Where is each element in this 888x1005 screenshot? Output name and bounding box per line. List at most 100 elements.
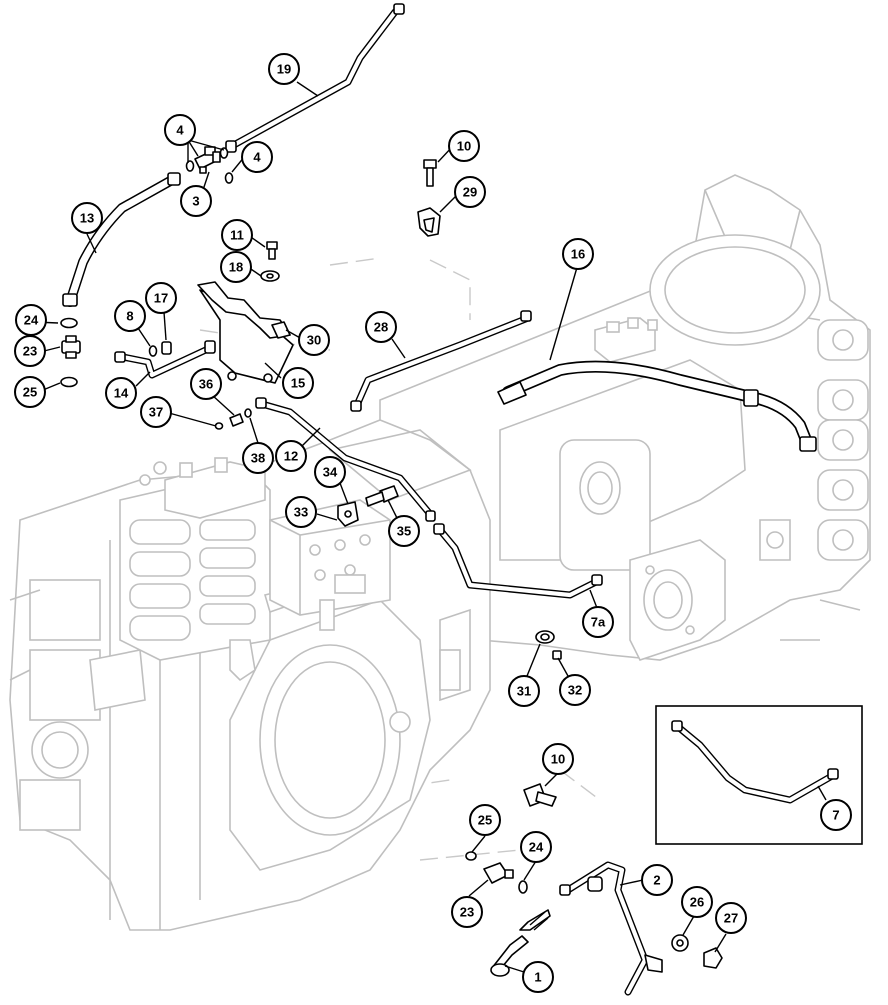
svg-text:38: 38 (251, 451, 265, 466)
adapter-23-top (61, 335, 81, 359)
transmission-housing (379, 174, 871, 661)
callout-14: 14 (105, 377, 137, 409)
svg-text:4: 4 (176, 123, 184, 138)
svg-text:3: 3 (192, 194, 199, 209)
svg-text:8: 8 (126, 309, 133, 324)
svg-text:4: 4 (253, 150, 261, 165)
callout-4: 4 (241, 141, 273, 173)
clip-30 (271, 321, 291, 339)
svg-text:7: 7 (832, 808, 839, 823)
svg-text:19: 19 (277, 62, 291, 77)
svg-text:11: 11 (230, 228, 244, 243)
svg-text:31: 31 (517, 684, 531, 699)
svg-text:29: 29 (463, 185, 477, 200)
callout-31: 31 (508, 675, 540, 707)
callout-15: 15 (282, 367, 314, 399)
svg-text:26: 26 (690, 895, 704, 910)
svg-text:33: 33 (294, 505, 308, 520)
bolt-10-bottom (523, 783, 557, 807)
svg-text:27: 27 (724, 911, 738, 926)
svg-text:2: 2 (653, 873, 660, 888)
o-ring-25-bottom (465, 851, 477, 861)
svg-text:34: 34 (323, 465, 338, 480)
callout-24: 24 (15, 304, 47, 336)
washer-18 (260, 270, 280, 282)
callout-24: 24 (520, 831, 552, 863)
svg-text:7a: 7a (591, 615, 606, 630)
tube-28 (350, 310, 532, 412)
svg-text:16: 16 (571, 247, 585, 262)
pto-flange (629, 539, 726, 661)
callout-23: 23 (451, 896, 483, 928)
callout-32: 32 (559, 674, 591, 706)
tube-14 (114, 340, 216, 379)
bolt-10-top (423, 159, 437, 187)
bracket-plate-15 (197, 281, 294, 384)
svg-text:17: 17 (154, 291, 168, 306)
svg-text:24: 24 (529, 840, 544, 855)
callout-37: 37 (140, 396, 172, 428)
svg-text:10: 10 (551, 752, 565, 767)
distributor-block (269, 499, 391, 631)
callout-25: 25 (469, 804, 501, 836)
plug-17 (161, 341, 172, 355)
o-ring-24-top (60, 317, 78, 329)
fitting-36 (229, 413, 244, 427)
callout-7: 7 (820, 799, 852, 831)
callouts: 19 4 4 3 10 29 13 11 18 16 24 17 8 28 30… (14, 53, 852, 993)
callout-17: 17 (145, 282, 177, 314)
o-ring-8 (148, 345, 158, 357)
callout-1: 1 (522, 961, 554, 993)
callout-38: 38 (242, 442, 274, 474)
o-ring-25-top (60, 376, 78, 388)
svg-text:25: 25 (478, 813, 492, 828)
svg-text:23: 23 (460, 905, 474, 920)
callout-4: 4 (164, 114, 196, 146)
callout-36: 36 (190, 368, 222, 400)
callout-23: 23 (14, 335, 46, 367)
svg-text:12: 12 (284, 449, 298, 464)
svg-text:1: 1 (534, 970, 541, 985)
washer-26 (671, 934, 689, 952)
svg-text:36: 36 (199, 377, 213, 392)
svg-text:15: 15 (291, 376, 305, 391)
callout-26: 26 (681, 886, 713, 918)
callout-8: 8 (114, 300, 146, 332)
callout-33: 33 (285, 496, 317, 528)
callout-7a: 7a (582, 606, 614, 638)
bracket-34 (337, 501, 359, 527)
tube-12 (255, 397, 436, 522)
svg-text:13: 13 (80, 211, 94, 226)
svg-text:25: 25 (23, 385, 37, 400)
svg-text:37: 37 (149, 405, 163, 420)
callout-12: 12 (275, 440, 307, 472)
svg-text:30: 30 (307, 333, 321, 348)
screw-11 (266, 241, 278, 260)
callout-28: 28 (365, 311, 397, 343)
callout-11: 11 (221, 219, 253, 251)
svg-text:23: 23 (23, 344, 37, 359)
svg-text:32: 32 (568, 683, 582, 698)
callout-10: 10 (542, 743, 574, 775)
tube-7a (433, 523, 603, 599)
svg-text:35: 35 (397, 524, 411, 539)
callout-25: 25 (14, 376, 46, 408)
adapter-23-bottom (483, 862, 514, 884)
tube-19 (225, 3, 405, 153)
tube-2 (559, 861, 663, 996)
screw-32 (552, 650, 562, 660)
bracket-29 (417, 207, 441, 237)
callout-2: 2 (641, 864, 673, 896)
svg-text:14: 14 (114, 386, 129, 401)
o-ring-37 (214, 422, 224, 430)
bolt-35 (365, 485, 399, 507)
callout-19: 19 (268, 53, 300, 85)
o-ring-24-bottom (518, 880, 528, 894)
clamp-31 (535, 630, 555, 644)
callout-35: 35 (388, 515, 420, 547)
svg-text:28: 28 (374, 320, 388, 335)
svg-text:10: 10 (457, 139, 471, 154)
callout-34: 34 (314, 456, 346, 488)
svg-text:18: 18 (229, 260, 243, 275)
